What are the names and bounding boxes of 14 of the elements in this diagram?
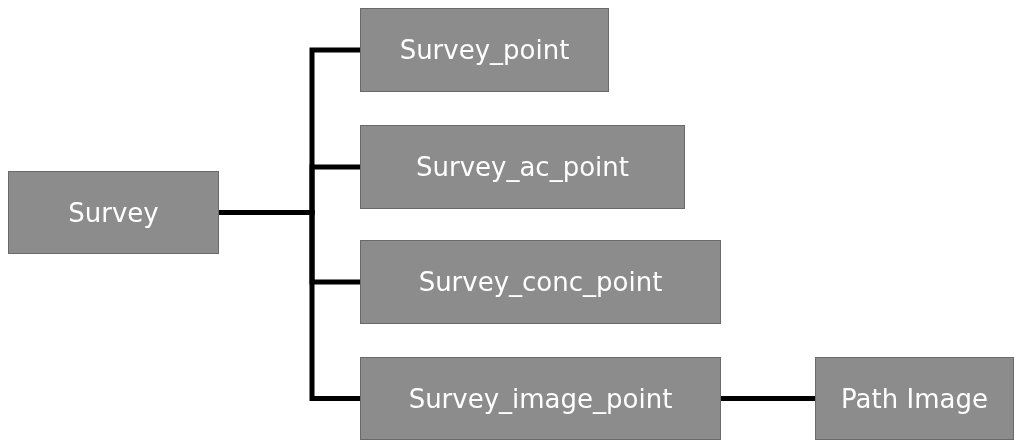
box-label: Survey_point [399, 35, 570, 65]
process-box [8, 171, 219, 254]
process-box [360, 240, 721, 324]
box-label: Survey [68, 197, 159, 228]
process-box [360, 8, 609, 92]
box-label: Survey_ac_point [416, 152, 629, 182]
box-label: Survey_conc_point [418, 267, 663, 297]
process-box [360, 357, 721, 440]
connector-line [721, 396, 815, 401]
box-label: Path Image [841, 383, 988, 414]
box-label: Survey_image_point [408, 383, 673, 414]
process-box [815, 357, 1014, 440]
connector-line [219, 210, 360, 401]
process-box [360, 125, 685, 209]
